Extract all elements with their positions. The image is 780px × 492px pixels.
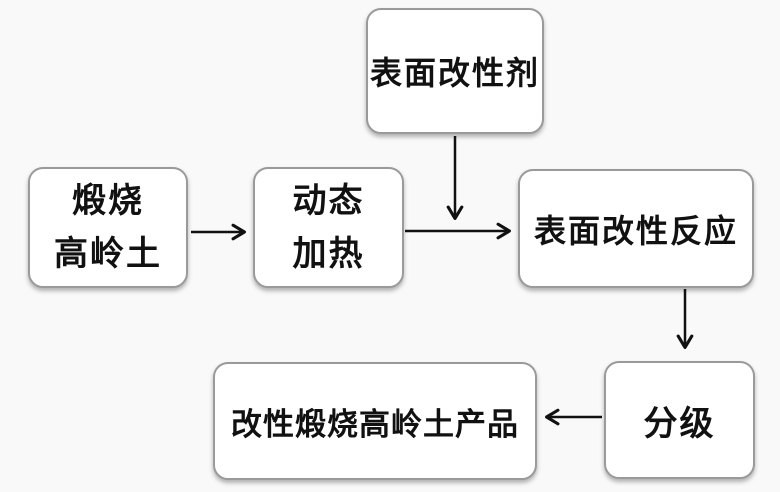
node-surface-modification-reaction: 表面改性反应 [518,169,754,288]
node-modified-product-label: 改性煅烧高岭土产品 [231,406,519,442]
node-dynamic-heating-label: 动态 加热 [292,181,365,273]
node-modified-product: 改性煅烧高岭土产品 [213,362,537,480]
node-calcined-kaolin-label: 煅烧 高岭土 [54,181,162,273]
node-dynamic-heating: 动态 加热 [253,167,404,288]
node-classification: 分级 [604,361,755,479]
node-surface-modification-reaction-label: 表面改性反应 [533,212,738,249]
node-calcined-kaolin: 煅烧 高岭土 [28,167,188,288]
node-classification-label: 分级 [643,404,716,443]
node-surface-modifier: 表面改性剂 [366,8,544,134]
node-surface-modifier-label: 表面改性剂 [369,55,540,91]
